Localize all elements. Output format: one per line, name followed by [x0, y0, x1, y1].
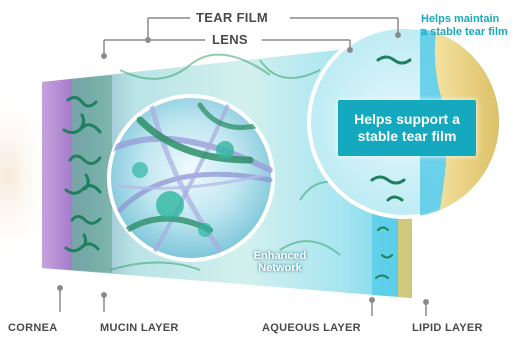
lipid-layer-label: LIPID LAYER: [412, 322, 483, 334]
maintain-note-line1: Helps maintain: [421, 13, 508, 26]
support-callout-line1: Helps support a: [354, 111, 460, 128]
maintain-note: Helps maintain a stable tear film: [421, 13, 508, 39]
cornea-layer: [42, 79, 72, 270]
maintain-note-line2: a stable tear film: [421, 26, 508, 39]
support-callout-line2: stable tear film: [354, 128, 460, 145]
tear-film-label: TEAR FILM: [196, 10, 268, 25]
support-callout: Helps support a stable tear film: [338, 100, 476, 156]
enhanced-network-label: Enhanced Network: [245, 250, 315, 274]
cornea-label: CORNEA: [8, 322, 57, 334]
enhanced-line2: Network: [245, 262, 315, 274]
lens-magnifier: [109, 96, 273, 260]
aqueous-layer-label: AQUEOUS LAYER: [262, 322, 361, 334]
enhanced-line1: Enhanced: [245, 250, 315, 262]
mucin-layer-label: MUCIN LAYER: [100, 322, 179, 334]
lens-label: LENS: [212, 32, 248, 47]
